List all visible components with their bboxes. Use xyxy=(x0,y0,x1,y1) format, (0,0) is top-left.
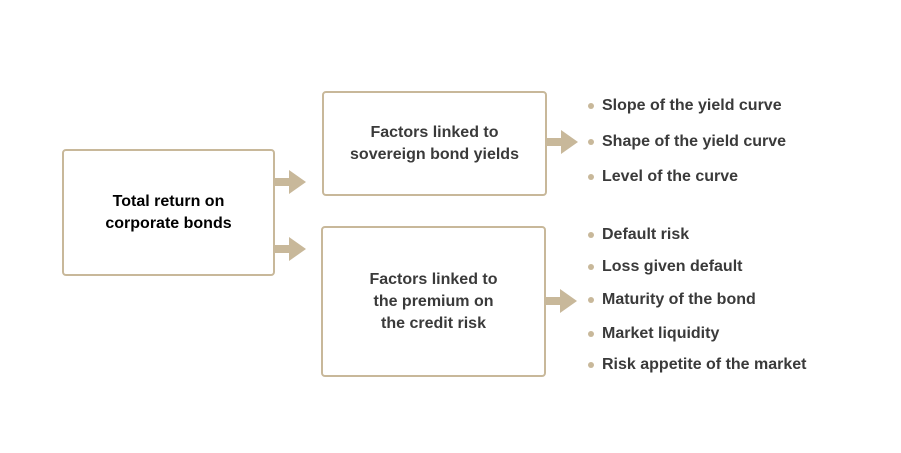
bullet-dot-icon xyxy=(588,362,594,368)
total-return-label: Total return on corporate bonds xyxy=(105,192,232,232)
total-return-box: Total return on corporate bonds xyxy=(62,149,275,276)
arrow-to-credit-icon xyxy=(275,235,307,263)
arrow-to-sovereign-bullets-icon xyxy=(547,128,579,156)
bullet-text: Shape of the yield curve xyxy=(602,133,787,150)
credit-factors-label: Factors linked to the premium on the cre… xyxy=(369,270,498,332)
bullet-dot-icon xyxy=(588,264,594,270)
bullet-text: Maturity of the bond xyxy=(602,291,756,308)
bullet-dot-icon xyxy=(588,297,594,303)
bullet-text: Slope of the yield curve xyxy=(602,97,782,114)
bullet-dot-icon xyxy=(588,103,594,109)
sovereign-factors-label: Factors linked to sovereign bond yields xyxy=(350,123,519,163)
arrow-to-credit-bullets-icon xyxy=(546,287,578,315)
bullet-text: Risk appetite of the market xyxy=(602,356,807,373)
bullet-dot-icon xyxy=(588,174,594,180)
bullet-text: Loss given default xyxy=(602,258,743,275)
bullet-dot-icon xyxy=(588,139,594,145)
credit-factors-box: Factors linked to the premium on the cre… xyxy=(321,226,546,377)
bullet-dot-icon xyxy=(588,232,594,238)
bullet-text: Level of the curve xyxy=(602,168,739,185)
sovereign-factors-box: Factors linked to sovereign bond yields xyxy=(322,91,547,196)
bullet-text: Market liquidity xyxy=(602,325,720,342)
arrow-to-sovereign-icon xyxy=(275,168,307,196)
bullet-text: Default risk xyxy=(602,226,690,243)
bullet-dot-icon xyxy=(588,331,594,337)
